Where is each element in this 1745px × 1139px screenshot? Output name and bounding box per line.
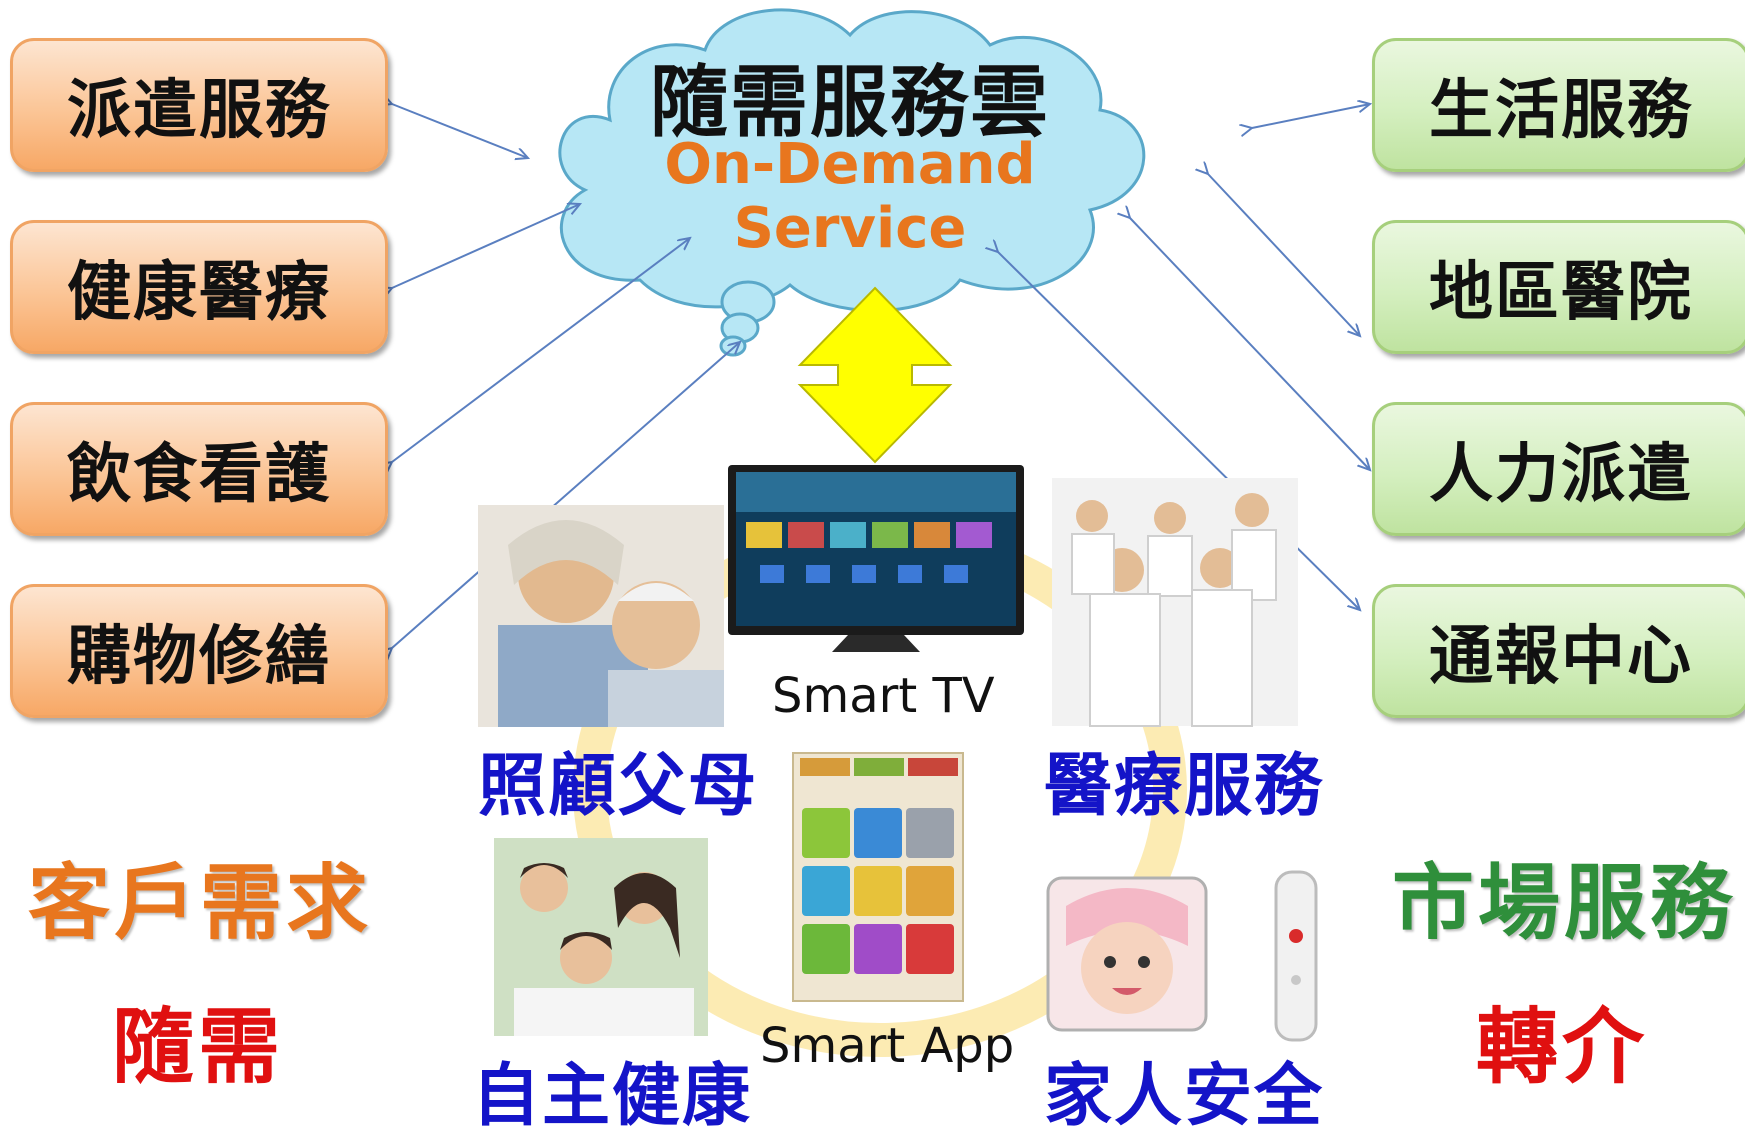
right-box-staffing[interactable]: 人力派遣 <box>1372 402 1745 536</box>
label-family-safety: 家人安全 <box>1044 1057 1325 1136</box>
left-box-health-medical[interactable]: 健康醫療 <box>10 220 388 354</box>
baby-photo <box>1046 876 1208 1032</box>
left-box-dispatch[interactable]: 派遣服務 <box>10 38 388 172</box>
left-box-diet-care[interactable]: 飲食看護 <box>10 402 388 536</box>
left-box-dispatch-label: 派遣服務 <box>67 74 331 148</box>
left-box-health-medical-label: 健康醫療 <box>67 256 331 330</box>
left-box-shopping-repair[interactable]: 購物修繕 <box>10 584 388 718</box>
smart-app-screen <box>792 752 964 1002</box>
label-care-parents: 照顧父母 <box>478 747 759 826</box>
cloud-subtitle-line2: Service <box>733 196 967 261</box>
label-self-health: 自主健康 <box>472 1057 753 1136</box>
right-box-staffing-label: 人力派遣 <box>1429 438 1693 512</box>
safety-device-icon <box>1274 870 1318 1042</box>
right-box-life-service-label: 生活服務 <box>1429 74 1693 148</box>
medical-team-photo <box>1052 478 1298 727</box>
left-box-diet-care-label: 飲食看護 <box>67 438 331 512</box>
connector-lines <box>0 0 1745 1110</box>
parents-photo <box>478 505 724 727</box>
smart-app-caption: Smart App <box>760 1018 1015 1074</box>
label-medical-service: 醫療服務 <box>1044 747 1325 826</box>
right-box-local-hospital-label: 地區醫院 <box>1429 256 1693 330</box>
right-box-local-hospital[interactable]: 地區醫院 <box>1372 220 1745 354</box>
right-box-report-center[interactable]: 通報中心 <box>1372 584 1745 718</box>
smart-tv-icon <box>728 465 1024 652</box>
double-arrow-icon <box>797 286 953 464</box>
right-box-report-center-label: 通報中心 <box>1429 620 1693 694</box>
smart-tv-caption: Smart TV <box>772 668 995 724</box>
customer-need-label: 客戶需求 <box>28 856 373 951</box>
cloud-title: 隨需服務雲 <box>649 58 1050 148</box>
market-service-label: 市場服務 <box>1392 856 1737 951</box>
right-box-life-service[interactable]: 生活服務 <box>1372 38 1745 172</box>
family-photo <box>494 838 708 1036</box>
on-demand-label: 隨需 <box>112 1000 285 1095</box>
left-box-shopping-repair-label: 購物修繕 <box>67 620 331 694</box>
cloud-subtitle-line1: On-Demand <box>664 132 1036 197</box>
referral-label: 轉介 <box>1476 1000 1649 1095</box>
